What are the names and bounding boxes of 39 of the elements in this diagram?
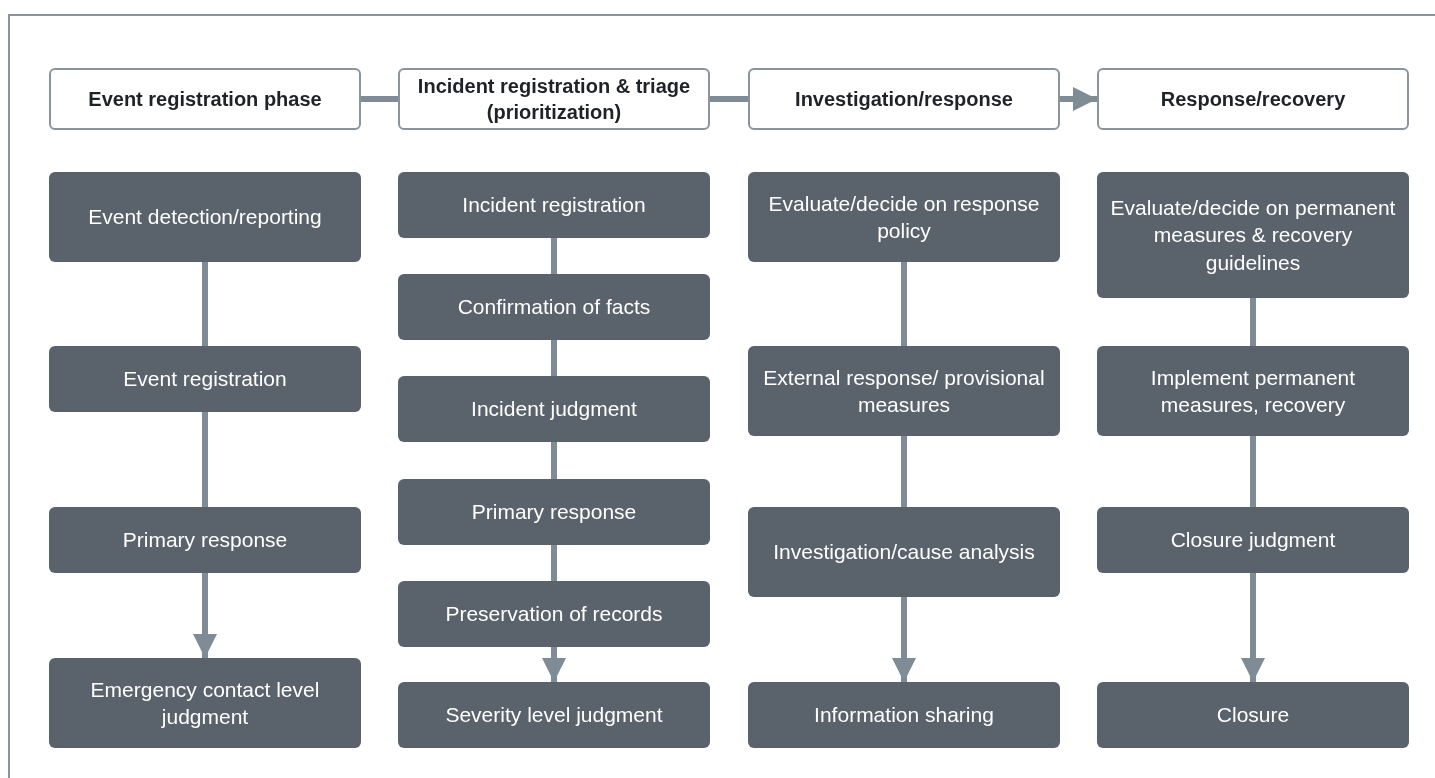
step-box: Incident registration [398,172,710,238]
arrow [193,573,217,658]
connector-line [551,238,557,274]
arrow [1060,87,1097,111]
connector-line [551,545,557,581]
phase-header-box: Investigation/response [748,68,1060,130]
step-box: Incident judgment [398,376,710,442]
connector-line [710,96,748,102]
step-box: Confirmation of facts [398,274,710,340]
connector-line [1250,298,1256,346]
connector-line [361,96,398,102]
step-box: Evaluate/decide on response policy [748,172,1060,262]
step-box: Primary response [398,479,710,545]
connector-line [1250,436,1256,507]
step-box: Closure [1097,682,1409,748]
step-box: Implement permanent measures, recovery [1097,346,1409,436]
step-box: Severity level judgment [398,682,710,748]
step-box: Preservation of records [398,581,710,647]
step-box: Closure judgment [1097,507,1409,573]
step-box: Investigation/cause analysis [748,507,1060,597]
step-box: Information sharing [748,682,1060,748]
step-box: Evaluate/decide on permanent measures & recovery guidelines [1097,172,1409,298]
step-box: External response/ provisional measures [748,346,1060,436]
arrow [1241,573,1265,682]
phase-header-box: Event registration phase [49,68,361,130]
connector-line [551,442,557,479]
connector-line [202,412,208,507]
step-box: Event registration [49,346,361,412]
step-box: Primary response [49,507,361,573]
connector-line [901,262,907,346]
arrow [892,597,916,682]
step-box: Event detection/reporting [49,172,361,262]
step-box: Emergency contact level judgment [49,658,361,748]
phase-header-box: Incident registration & triage (prioritization) [398,68,710,130]
phase-header-box: Response/recovery [1097,68,1409,130]
connector-line [551,340,557,376]
arrow [542,647,566,682]
connector-line [202,262,208,346]
connector-line [901,436,907,507]
